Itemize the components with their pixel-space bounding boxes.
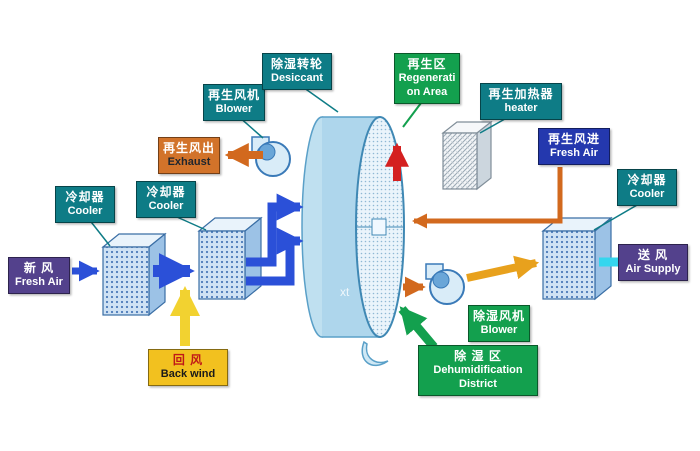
label-dehumid-blower-en: Blower — [480, 324, 518, 336]
label-dehumid-blower: 除湿风机 Blower — [468, 305, 530, 342]
label-heater-cn: 再生加热器 — [488, 87, 554, 101]
label-cooler-left-cn: 冷却器 — [65, 190, 105, 204]
label-exhaust: 再生风出 Exhaust — [158, 137, 220, 174]
label-cooler-right-cn: 冷却器 — [627, 173, 667, 187]
label-fresh-air-cn: 新 风 — [23, 261, 55, 275]
process-air-lower-arrow — [246, 227, 304, 286]
label-dehumid-district-cn: 除 湿 区 — [454, 349, 502, 363]
label-air-supply-en: Air Supply — [625, 263, 681, 275]
wheel-rotation-symbol — [361, 340, 389, 367]
label-exhaust-en: Exhaust — [167, 156, 211, 168]
label-dehumid-blower-cn: 除湿风机 — [472, 309, 525, 323]
regen-blower-symbol — [251, 136, 291, 177]
cooler-box-middle-front — [198, 230, 246, 300]
label-heater: 再生加热器 heater — [480, 83, 562, 120]
cooler-box-left-front — [102, 246, 150, 316]
label-regen-blower-en: Blower — [215, 103, 253, 115]
wheel-hub — [371, 218, 387, 236]
label-exhaust-cn: 再生风出 — [162, 141, 215, 155]
label-fresh-air-en: Fresh Air — [15, 276, 63, 288]
watermark-text: xt — [340, 285, 350, 299]
label-heater-en: heater — [504, 102, 538, 114]
label-cooler-mid-cn: 冷却器 — [146, 185, 186, 199]
label-regen-area-en: Regeneration Area — [398, 72, 456, 98]
label-cooler-left-en: Cooler — [67, 205, 103, 217]
label-back-wind-en: Back wind — [160, 368, 216, 380]
heater-box-front — [442, 132, 478, 190]
label-dehumid-district-en: Dehumidification District — [433, 364, 523, 390]
label-regen-fresh-air-cn: 再生风进 — [547, 132, 600, 146]
label-cooler-left: 冷却器 Cooler — [55, 186, 115, 223]
dehumid-district-pointer-arrow — [398, 306, 438, 350]
label-cooler-mid: 冷却器 Cooler — [136, 181, 196, 218]
leader-regen-area — [402, 98, 425, 128]
label-fresh-air: 新 风 Fresh Air — [8, 257, 70, 294]
cooler-box-right — [541, 216, 613, 301]
label-regen-fresh-air: 再生风进 Fresh Air — [538, 128, 610, 165]
dehumid-blower-impeller — [432, 271, 450, 289]
label-regen-area-cn: 再生区 — [407, 57, 447, 71]
leader-cooler-right — [593, 200, 645, 231]
label-air-supply: 送 风 Air Supply — [618, 244, 688, 281]
label-regen-blower: 再生风机 Blower — [203, 84, 265, 121]
dehumid-blower-symbol — [425, 263, 465, 305]
label-air-supply-cn: 送 风 — [637, 248, 669, 262]
label-cooler-right: 冷却器 Cooler — [617, 169, 677, 206]
label-cooler-mid-en: Cooler — [148, 200, 184, 212]
label-regen-fresh-air-en: Fresh Air — [550, 147, 598, 159]
process-air-upper-arrow — [246, 193, 304, 267]
label-back-wind-cn: 回 风 — [172, 353, 204, 367]
heater-box-side — [476, 120, 492, 191]
label-desiccant-cn: 除湿转轮 — [270, 57, 323, 71]
blower-to-cooler-arrow — [466, 255, 540, 282]
heater-box — [441, 120, 493, 191]
regen-air-inlet-line — [411, 167, 563, 229]
flow-arrows — [72, 142, 652, 350]
label-cooler-right-en: Cooler — [629, 188, 665, 200]
label-regen-area: 再生区 Regeneration Area — [394, 53, 460, 104]
label-back-wind: 回 风 Back wind — [148, 349, 228, 386]
label-desiccant: 除湿转轮 Desiccant — [262, 53, 332, 90]
label-dehumid-district: 除 湿 区 Dehumidification District — [418, 345, 538, 396]
cooler-box-left — [101, 232, 167, 317]
label-regen-blower-cn: 再生风机 — [207, 88, 260, 102]
cooler-box-right-front — [542, 230, 596, 300]
label-desiccant-en: Desiccant — [271, 72, 323, 84]
desiccant-wheel: xt — [301, 116, 405, 367]
